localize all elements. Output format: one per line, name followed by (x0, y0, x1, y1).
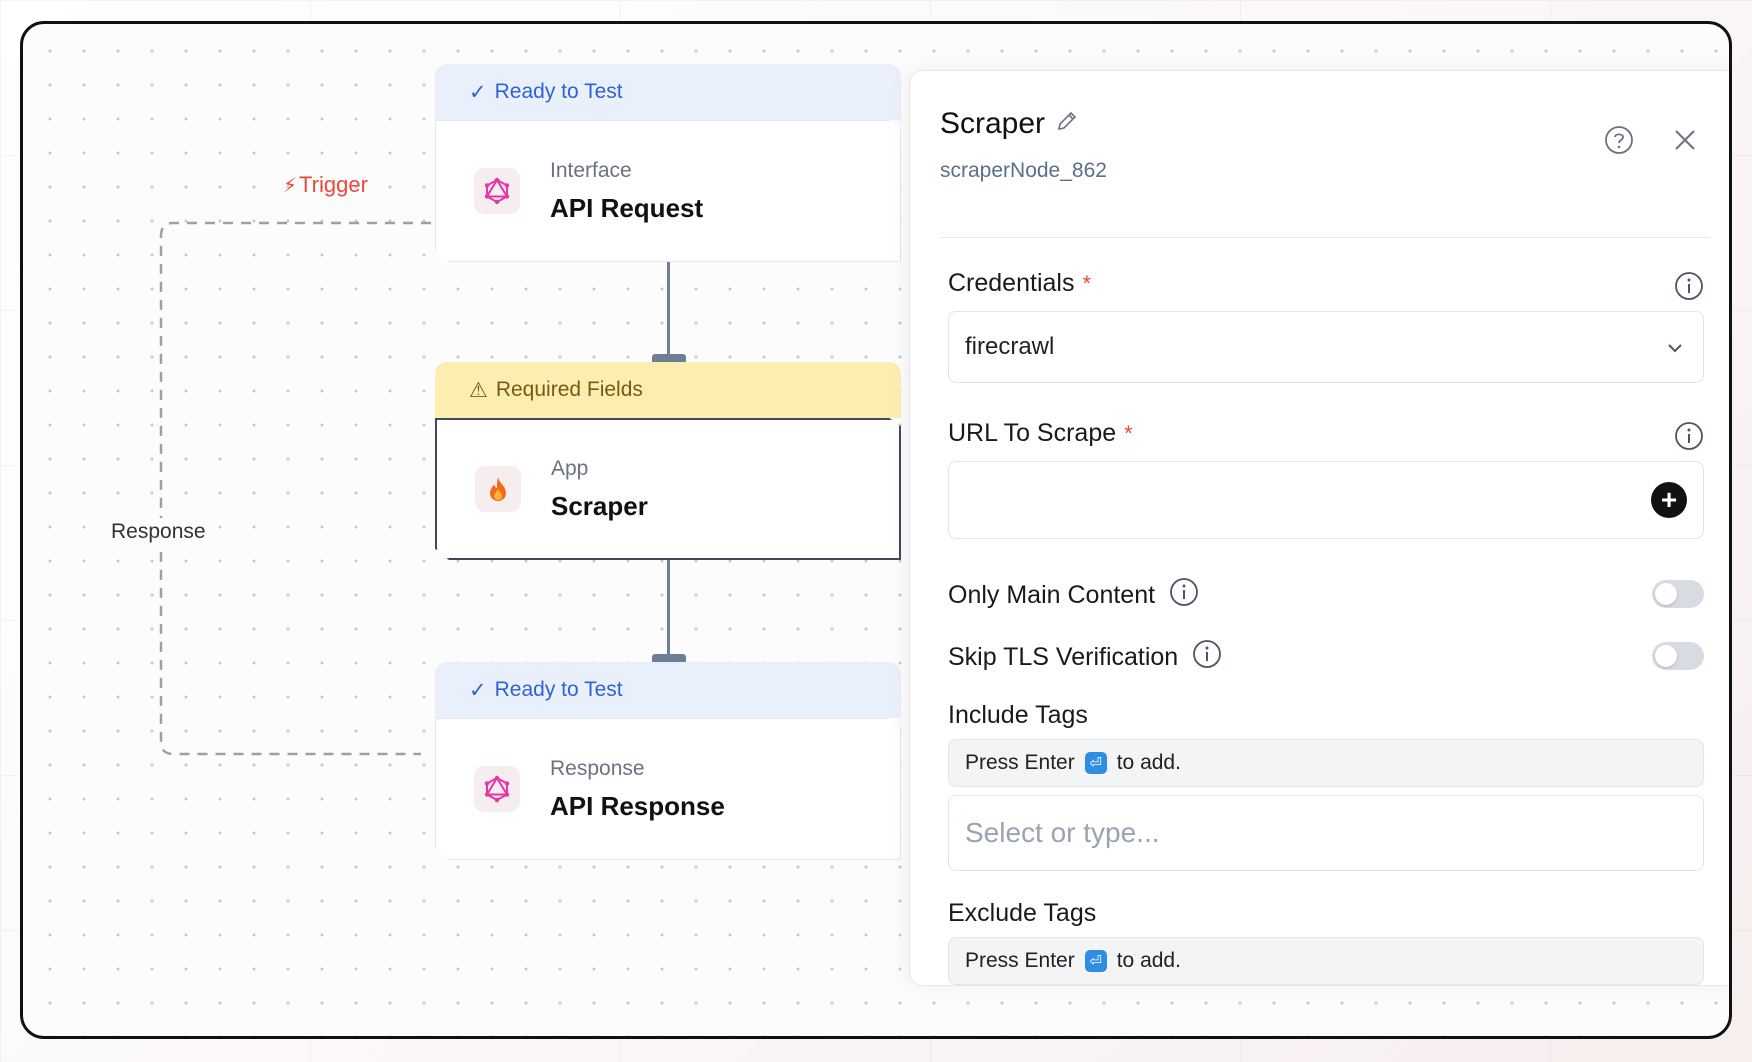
close-icon[interactable] (1672, 127, 1698, 158)
include-tags-text: Include Tags (948, 701, 1088, 729)
node-status: ✓ Ready to Test (435, 64, 901, 120)
node-status-text: Ready to Test (494, 80, 623, 103)
exclude-tags-hint: Press Enter ⏎ to add. (948, 937, 1704, 985)
only-main-content-label: Only Main Content (948, 577, 1199, 614)
url-input[interactable]: + (948, 461, 1704, 539)
enter-key-icon: ⏎ (1084, 752, 1107, 774)
panel-title: Scraper (940, 107, 1046, 140)
node-status: ⚠ Required Fields (435, 362, 901, 418)
skip-tls-text: Skip TLS Verification (948, 643, 1179, 671)
node-status: ✓ Ready to Test (435, 662, 901, 718)
url-label: URL To Scrape * (948, 419, 1133, 448)
node-name: API Response (550, 790, 725, 821)
node-name: API Request (550, 192, 704, 223)
node-type: Response (550, 756, 645, 780)
chevron-down-icon (1665, 338, 1685, 363)
info-icon[interactable] (1192, 639, 1222, 676)
hint-text: to add. (1116, 751, 1181, 774)
skip-tls-toggle[interactable] (1652, 642, 1704, 670)
url-label-text: URL To Scrape (948, 419, 1117, 447)
info-icon[interactable] (1169, 577, 1199, 614)
check-icon: ✓ (469, 80, 487, 104)
node-name: Scraper (551, 490, 648, 521)
node-api-response[interactable]: ✓ Ready to Test Response API Response (435, 662, 901, 860)
node-body[interactable]: App Scraper (435, 418, 901, 560)
trigger-text: Trigger (299, 172, 368, 197)
edge-line (667, 548, 670, 656)
node-id: scraperNode_862 (940, 159, 1107, 182)
required-asterisk: * (1124, 420, 1133, 446)
trigger-label: ⚡ Trigger (283, 172, 368, 198)
only-main-content-text: Only Main Content (948, 581, 1156, 609)
only-main-content-toggle[interactable] (1652, 580, 1704, 608)
node-type: App (551, 456, 589, 480)
include-tags-placeholder: Select or type... (965, 817, 1160, 848)
workflow-window: ⚡ Trigger Response ✓ Ready to Test Inter… (20, 21, 1732, 1039)
node-config-panel: Scraper scraperNode_862 (909, 70, 1729, 986)
include-tags-hint: Press Enter ⏎ to add. (948, 739, 1704, 787)
hint-text: to add. (1116, 949, 1181, 972)
check-icon: ✓ (469, 678, 487, 702)
hint-text: Press Enter (965, 751, 1075, 774)
node-body[interactable]: Response API Response (435, 718, 901, 860)
workflow-canvas[interactable]: ⚡ Trigger Response ✓ Ready to Test Inter… (23, 24, 1729, 1036)
node-type: Interface (550, 158, 632, 182)
exclude-tags-text: Exclude Tags (948, 899, 1097, 927)
node-handle-top[interactable] (652, 654, 686, 664)
skip-tls-label: Skip TLS Verification (948, 639, 1222, 676)
warning-icon: ⚠ (469, 378, 488, 402)
flame-icon (475, 466, 521, 512)
credentials-label-text: Credentials (948, 269, 1075, 297)
credentials-value: firecrawl (965, 333, 1055, 360)
node-scraper[interactable]: ⚠ Required Fields App Scraper (435, 362, 901, 560)
required-asterisk: * (1082, 270, 1092, 296)
add-variable-button[interactable]: + (1651, 482, 1687, 518)
credentials-label: Credentials * (948, 269, 1091, 298)
response-edge-label: Response (107, 518, 210, 546)
include-tags-label: Include Tags (948, 701, 1088, 730)
hint-text: Press Enter (965, 949, 1075, 972)
node-status-text: Ready to Test (494, 678, 623, 701)
pencil-icon[interactable] (1055, 107, 1079, 141)
panel-divider (940, 237, 1710, 238)
response-edge (159, 221, 431, 756)
graphql-icon (474, 168, 520, 214)
node-handle-top[interactable] (652, 354, 686, 364)
exclude-tags-label: Exclude Tags (948, 899, 1096, 928)
enter-key-icon: ⏎ (1084, 950, 1107, 972)
bolt-icon: ⚡ (283, 174, 298, 197)
node-body[interactable]: Interface API Request (435, 120, 901, 262)
edge-line (667, 250, 670, 358)
info-icon[interactable] (1674, 271, 1704, 306)
plus-icon: + (1660, 484, 1678, 515)
credentials-select[interactable]: firecrawl (948, 311, 1704, 383)
help-icon[interactable] (1604, 125, 1634, 160)
graphql-icon (474, 766, 520, 812)
include-tags-input[interactable]: Select or type... (948, 795, 1704, 871)
node-api-request[interactable]: ✓ Ready to Test Interface API Request (435, 64, 901, 262)
node-status-text: Required Fields (495, 378, 643, 401)
info-icon[interactable] (1674, 421, 1704, 456)
